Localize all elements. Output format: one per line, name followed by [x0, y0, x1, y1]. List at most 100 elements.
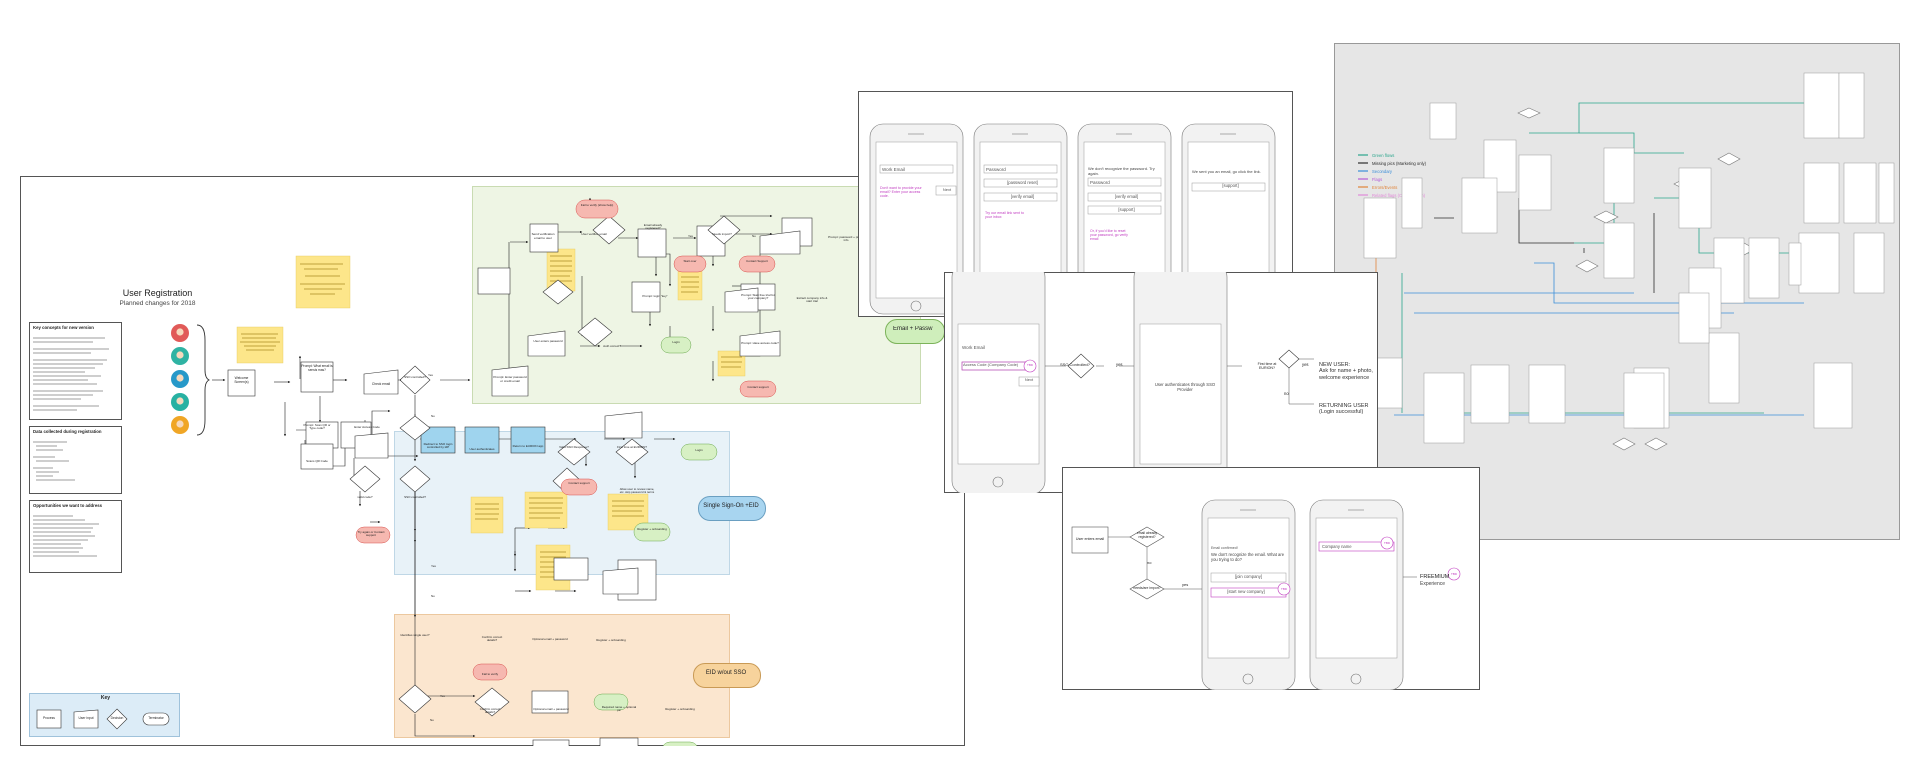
node-register-onboarding-sso: Register + onboarding: [637, 527, 667, 531]
key-panel: Key Process User input Decision Terminat…: [29, 693, 180, 737]
phone-bottom-freemium: FREEMIUM: [1420, 574, 1450, 580]
phone-mid-first-time: First time at EURION?: [1257, 362, 1277, 371]
node-register-onboarding-eid2: Register + onboarding: [665, 707, 695, 711]
phones-top-frames: [869, 123, 1276, 315]
phone-top-3-field3[interactable]: [support]: [1118, 207, 1135, 212]
opportunities-heading: Opportunities we want to address: [33, 503, 102, 508]
phone-bottom-freemium-tag: TBD: [1451, 572, 1457, 576]
edge-label-no: No: [431, 414, 435, 418]
phone-top-3-field[interactable]: Password: [1090, 180, 1110, 185]
node-valid-sso-response: Valid SSO Response?: [559, 445, 589, 449]
node-user-verifies: User verifies email: [581, 232, 607, 236]
node-extract-company: Extract company info & start trial: [796, 296, 828, 304]
node-enter-access-code: Enter Access Code: [354, 425, 380, 429]
phone-bottom-yes-label: yes: [1182, 582, 1189, 587]
sticky-note: [677, 269, 703, 301]
phone-bottom-needs-import: needs/are import?: [1133, 586, 1161, 590]
node-login: Login: [672, 340, 680, 344]
phone-bottom-user-enters-email: User enters email: [1075, 537, 1105, 541]
node-contact-support-sso: Contact support: [568, 481, 590, 485]
node-login-sso: Login: [695, 448, 703, 452]
phone-bottom-1-title: Email confirmed!: [1211, 546, 1238, 550]
node-valid-code: valid code?: [357, 495, 373, 499]
phone-mid-new-user: NEW USER: Ask for name + photo, welcome …: [1319, 362, 1373, 381]
legend-errors: Errors/Events: [1372, 185, 1397, 190]
phone-bottom-1-join-company[interactable]: [join company]: [1235, 574, 1262, 579]
phones-bottom-frames: [1071, 499, 1461, 690]
phone-top-3-field2[interactable]: [verify email]: [1114, 194, 1139, 199]
node-needs-import: Needs import?: [712, 232, 732, 236]
node-sso-controlled-2: SSO controlled?: [404, 495, 426, 499]
legend-missing: Missing pics (Marketing only): [1372, 161, 1427, 166]
phone-top-2-field3[interactable]: [verify email]: [1010, 194, 1035, 199]
phone-mid-1-next-button[interactable]: Next: [1024, 377, 1034, 382]
node-welcome: Welcome Screen(s): [234, 376, 249, 384]
node-user-authenticates: User authenticates: [469, 447, 495, 451]
phone-mid-1-field2[interactable]: Access Code (Company Code): [963, 363, 1019, 367]
legend-related: Related flags (Classification): [1372, 193, 1426, 198]
phone-bottom-2-tag: TBD: [1384, 541, 1390, 545]
key-concepts-heading: Key concepts for new version: [33, 325, 94, 330]
phone-bottom-1-body: We don't recognize the email. What are y…: [1211, 552, 1285, 562]
phone-top-1-field[interactable]: Work Email: [882, 167, 905, 172]
phone-top-3-hint: Or, if you'd like to reset your password…: [1090, 229, 1128, 242]
key-user-input: User input: [78, 716, 94, 720]
opportunities-text-lines: [33, 515, 99, 557]
phone-bottom-1-start-company[interactable]: [start new company]: [1227, 589, 1265, 594]
data-collected-heading: Data collected during registration: [33, 429, 102, 434]
persona-avatars: [171, 324, 210, 436]
edge-label-yes: Yes: [688, 234, 693, 238]
phone-top-1-next-button[interactable]: Next: [942, 187, 952, 192]
phone-mid-1-tag: TBD: [1027, 363, 1033, 367]
phone-mid-1-field[interactable]: Work Email: [962, 345, 985, 350]
edge-label-no: No: [431, 594, 435, 598]
node-start-over: Start over: [683, 259, 697, 263]
phone-bottom-no-label: no: [1147, 560, 1152, 565]
sticky-note: [470, 496, 504, 534]
key-concepts-text-lines: [33, 337, 109, 411]
phone-top-2-hint: Try our email link sent to your inbox: [985, 211, 1025, 220]
node-register-onboarding-eid: Register + onboarding: [596, 638, 626, 642]
node-required-name-password: Required name + optional pic: [601, 705, 637, 713]
registration-flow-diagram: [212, 197, 813, 746]
node-contact-support-2: Contact support: [747, 385, 769, 389]
page-title: User Registration: [122, 288, 193, 298]
node-allow-user-name: Allow user to review name, etc. skip pas…: [619, 487, 655, 495]
node-prompt-start-trial: Prompt: Start free trial for your compan…: [741, 293, 775, 301]
sticky-note: [295, 255, 351, 309]
phone-bottom-email-registered: email already registered?: [1136, 531, 1158, 539]
edge-label-no: No: [430, 718, 434, 722]
phone-top-2-field2[interactable]: [password reset]: [1007, 180, 1038, 185]
phone-bottom-2-company-name[interactable]: Company name: [1322, 544, 1352, 549]
phone-mid-returning-user: RETURNING USER (Login successful): [1319, 403, 1369, 416]
node-first-time: First time at EURION?: [617, 445, 647, 449]
phones-mid-frames: [951, 272, 1314, 493]
key-terminator: Terminator: [148, 716, 164, 720]
node-email-registered: Email already registered?: [643, 223, 663, 231]
node-user-enters-password: User enters password: [533, 339, 563, 343]
region-label-eid-text: EID w/out SSO: [705, 670, 747, 676]
sticky-note: [236, 326, 284, 364]
phone-mid-2-body: User authenticates through SSO Provider: [1154, 382, 1216, 392]
phone-mid-no-label: no: [1284, 391, 1289, 396]
node-return-to-eurion: Return to EURION app: [512, 444, 544, 448]
phone-mid-yes-label: yes: [1116, 362, 1123, 367]
node-redirect-sso: Redirect to SSO login controlled by IdP: [423, 442, 453, 450]
node-prompt-login: Prompt: login "key": [642, 294, 668, 298]
phone-top-4-title: We sent you an email, go click the link.: [1192, 169, 1261, 174]
gray-board-legend: Green flows Missing pics (Marketing only…: [1358, 153, 1427, 198]
node-optional-email-password-2: Optional email + password: [533, 707, 569, 711]
node-send-verification: Send verification email to user: [531, 232, 555, 240]
node-try-again: Try again or Contact support: [357, 530, 385, 538]
region-label-sso-text: Single Sign-On +EID: [703, 503, 759, 509]
phone-top-4-field[interactable]: [support]: [1222, 183, 1239, 188]
phone-top-2-field[interactable]: Password: [986, 167, 1006, 172]
edge-label-yes: Yes: [431, 564, 436, 568]
region-label-sso: [698, 496, 766, 521]
phone-top-1-hint: Don't want to provide your email? Enter …: [880, 186, 922, 199]
node-fail-verify: Fail to verify (show help): [580, 203, 614, 207]
region-label-eid: [693, 663, 761, 688]
node-identifies-single-user: Identifies single user?: [400, 633, 430, 637]
node-prompt-scan-qr: Prompt: Scan QR or Type code?: [303, 423, 331, 431]
node-scans-qr: Scans QR Code: [306, 459, 328, 463]
